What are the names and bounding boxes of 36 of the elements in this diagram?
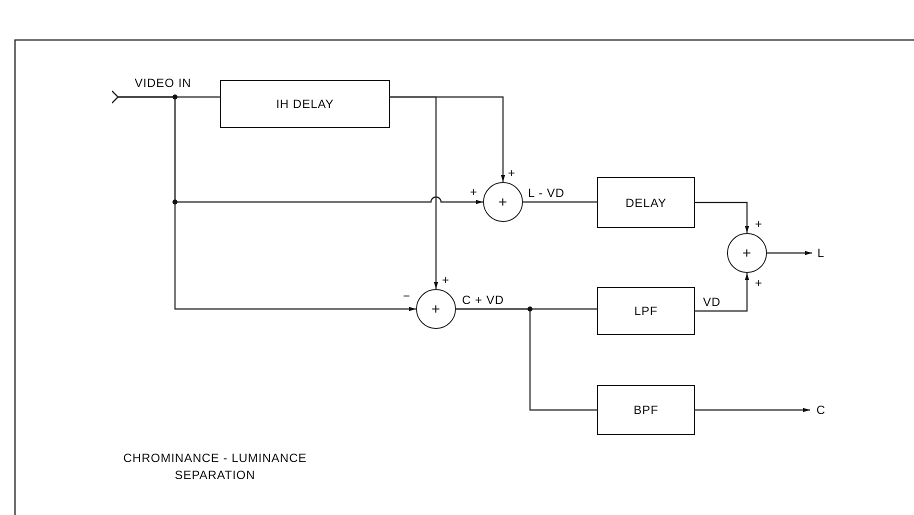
signal-arrow (695, 202, 750, 233)
summing-junction (483, 182, 523, 222)
polarity-sign: + (442, 273, 450, 287)
box-label: IH DELAY (276, 97, 334, 111)
process-box (597, 177, 695, 228)
polarity-sign: + (755, 276, 762, 290)
box-label: DELAY (626, 196, 666, 210)
edge-label: VD (703, 295, 721, 309)
signal-line (456, 308, 597, 411)
polarity-sign: + (470, 185, 478, 199)
signal-label: C (816, 403, 826, 417)
signal-arrow (767, 250, 812, 256)
caption: CHROMINANCE - LUMINANCE SEPARATION (122, 450, 308, 484)
edge-label: L - VD (528, 186, 565, 200)
box-label: BPF (634, 403, 658, 417)
polarity-sign: + (508, 166, 516, 180)
process-box (220, 80, 390, 128)
plus-sign: + (742, 244, 752, 262)
box-label: LPF (634, 304, 658, 318)
signal-arrow (390, 96, 438, 289)
signal-arrow (695, 273, 750, 312)
summing-junction (416, 289, 456, 329)
summing-junction (727, 233, 767, 273)
signal-arrow (111, 90, 220, 104)
signal-label: L (817, 246, 825, 260)
polarity-sign: + (755, 217, 762, 231)
process-box (597, 385, 695, 435)
signal-arrow (118, 96, 416, 312)
edge-label: C + VD (462, 293, 504, 307)
process-box (597, 287, 695, 335)
plus-sign: + (431, 300, 441, 318)
polarity-sign: − (403, 289, 410, 303)
signal-arrow (695, 408, 810, 412)
plus-sign: + (498, 194, 508, 210)
signal-label: VIDEO IN (134, 76, 192, 90)
signal-line (523, 201, 597, 203)
